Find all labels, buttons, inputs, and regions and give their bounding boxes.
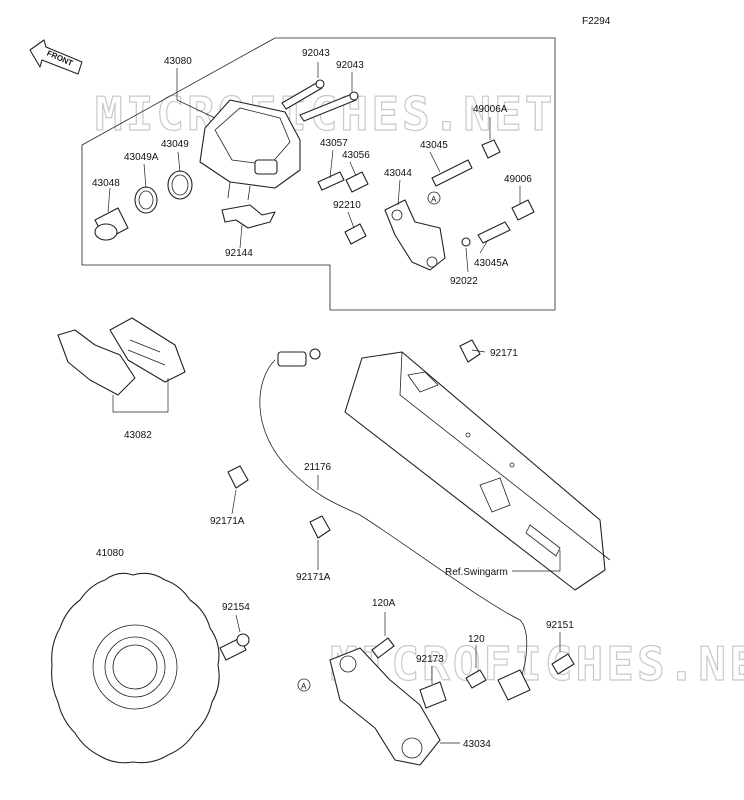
label-120a: 120A: [372, 598, 396, 609]
label-92043-a: 92043: [302, 48, 330, 59]
label-43080: 43080: [164, 56, 192, 67]
label-92154: 92154: [222, 602, 250, 613]
bracket-43044: [384, 199, 446, 271]
label-43044: 43044: [384, 168, 412, 179]
bleed-43057: [317, 171, 345, 191]
label-43049: 43049: [161, 139, 189, 150]
ref-swingarm-label: Ref.Swingarm: [445, 567, 508, 578]
pin-43045: [431, 159, 473, 187]
label-92151: 92151: [546, 620, 574, 631]
label-49006a: 49006A: [473, 104, 508, 115]
label-92144: 92144: [225, 248, 253, 259]
label-43048: 43048: [92, 178, 120, 189]
brake-pads-43082: [57, 317, 186, 396]
pad-spring-92144: [221, 204, 276, 229]
label-41080: 41080: [96, 548, 124, 559]
bleed-43056: [345, 171, 369, 193]
label-43049a: 43049A: [124, 152, 159, 163]
label-92043-b: 92043: [336, 60, 364, 71]
pin-43045a: [477, 221, 511, 244]
bolt-120a: [371, 637, 395, 659]
label-92022: 92022: [450, 276, 478, 287]
label-49006: 49006: [504, 174, 532, 185]
label-43034: 43034: [463, 739, 491, 750]
sensor-cable-21176: [259, 348, 528, 681]
bushing-92210: [344, 223, 367, 245]
callout-a-top-letter: A: [431, 195, 437, 204]
circlip-92022: [461, 237, 471, 247]
label-43056: 43056: [342, 150, 370, 161]
brake-disc-41080: [51, 572, 220, 764]
caliper-group-frame: [81, 37, 556, 311]
clamp-92171: [459, 339, 481, 363]
label-43045a: 43045A: [474, 258, 509, 269]
bolt-92151: [551, 653, 575, 675]
label-92173: 92173: [416, 654, 444, 665]
boot-49006a: [481, 139, 501, 159]
callout-a-bottom: [297, 678, 311, 692]
label-120: 120: [468, 634, 485, 645]
clamp-92171a-left: [227, 465, 249, 489]
sensor-bracket-92173: [419, 681, 447, 709]
clamp-92171a-right: [309, 515, 331, 539]
caliper-body: [199, 99, 301, 201]
boot-49006: [511, 199, 535, 221]
label-43082: 43082: [124, 430, 152, 441]
label-43045: 43045: [420, 140, 448, 151]
callout-a-top: [427, 191, 441, 205]
leader-lines: [107, 62, 561, 744]
callout-a-bottom-letter: A: [301, 682, 307, 691]
front-arrow-icon: FRONT: [29, 39, 83, 75]
watermark-bottom: MICROFICHES.NET: [330, 637, 744, 691]
label-43057: 43057: [320, 138, 348, 149]
bolt-120: [465, 669, 487, 689]
label-92171: 92171: [490, 348, 518, 359]
piston-43048: [94, 207, 129, 241]
swingarm-reference: [344, 351, 611, 591]
caliper-bracket-43034: [329, 647, 441, 766]
speed-sensor: [497, 669, 531, 701]
label-92171a-left: 92171A: [210, 516, 245, 527]
label-92210: 92210: [333, 200, 361, 211]
label-92171a-right: 92171A: [296, 572, 331, 583]
figure-code: F2294: [582, 16, 611, 27]
label-21176: 21176: [304, 462, 332, 473]
pin-92043: [281, 79, 359, 122]
